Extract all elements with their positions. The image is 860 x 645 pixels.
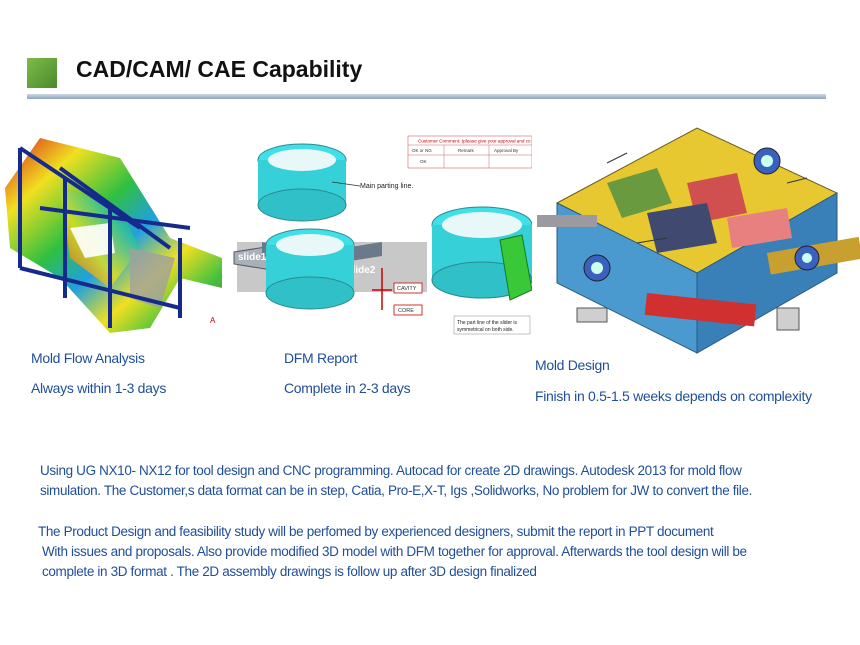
comment-row-ok: OK	[420, 159, 427, 164]
mold-flow-subcaption: Always within 1-3 days	[31, 380, 167, 396]
lower-part	[265, 228, 355, 310]
page-title: CAD/CAM/ CAE Capability	[76, 56, 363, 82]
slider-note-line2: symmetrical on both side.	[457, 327, 514, 333]
comment-table-header: Customer Comment: (please give your appr…	[418, 139, 531, 144]
slide1-label: slide1	[238, 252, 267, 263]
paragraph-2-line-3: complete in 3D format . The 2D assembly …	[42, 564, 537, 579]
upper-part	[257, 143, 347, 222]
comment-col-ok: OK or NG	[412, 148, 432, 153]
svg-text:A: A	[210, 316, 216, 325]
slider-note-line1: The part line of the slider is	[457, 320, 518, 326]
title-underline	[27, 94, 826, 99]
paragraph-1-line-2: simulation. The Customer,s data format c…	[40, 483, 753, 498]
slider-part	[431, 206, 532, 301]
parting-line-label: Main parting line.	[360, 183, 413, 190]
comment-col-remark: Remark	[458, 148, 475, 153]
cavity-label: CAVITY	[397, 286, 417, 292]
dfm-subcaption: Complete in 2-3 days	[284, 380, 411, 396]
slide2-label: slide2	[347, 265, 376, 276]
mold-design-image	[537, 127, 860, 354]
paragraph-2-line-1: The Product Design and feasibility study…	[38, 524, 714, 539]
customer-comment-table: Customer Comment: (please give your appr…	[407, 135, 532, 169]
mold-design-subcaption: Finish in 0.5-1.5 weeks depends on compl…	[535, 388, 812, 404]
dfm-caption: DFM Report	[284, 350, 358, 366]
core-label: CORE	[398, 308, 414, 314]
mold-flow-image: A	[5, 138, 222, 333]
paragraph-1-line-1: Using UG NX10- NX12 for tool design and …	[40, 463, 742, 478]
dfm-report-image: Main parting line. slide1 slide2 CAVITY …	[233, 135, 532, 335]
title-accent-square	[27, 58, 57, 88]
paragraph-2-line-2: With issues and proposals. Also provide …	[42, 544, 747, 559]
comment-col-approval: Approval By	[494, 148, 519, 153]
mold-flow-caption: Mold Flow Analysis	[31, 350, 145, 366]
mold-design-caption: Mold Design	[535, 357, 610, 373]
